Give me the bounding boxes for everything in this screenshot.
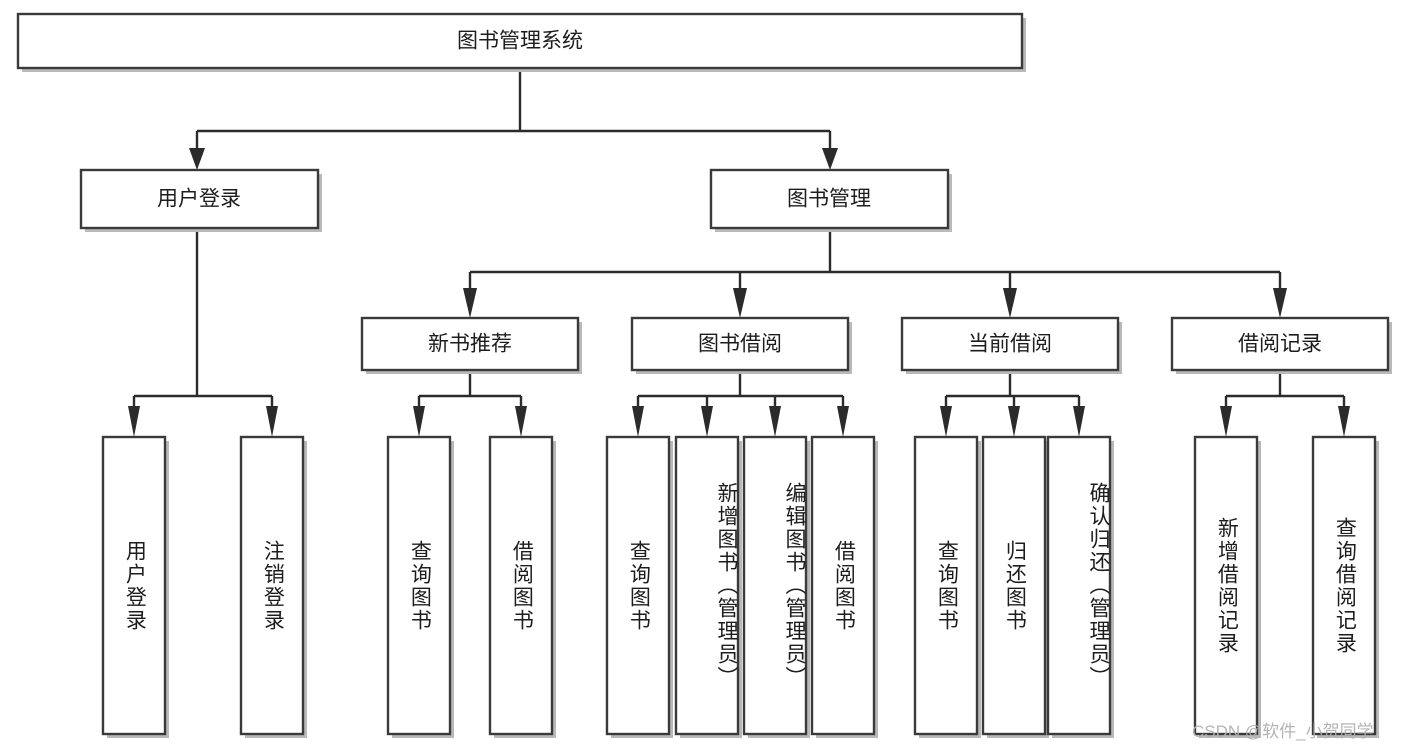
arrowhead-to-leaf-add-book <box>701 406 713 437</box>
arrowhead-to-book-borrow <box>733 288 747 318</box>
node-book-management-rect <box>709 168 950 230</box>
node-leaf-add-book-rect <box>674 435 740 736</box>
node-new-book-recommend[interactable]: 新书推荐 <box>360 316 582 374</box>
csdn-watermark: CSDN @软件_小贺同学 <box>1192 722 1374 741</box>
node-leaf-borrow-book-2-rect <box>810 435 876 736</box>
node-new-book-recommend-rect <box>360 316 580 372</box>
arrowhead-to-book-management <box>822 148 838 170</box>
node-user-login[interactable]: 用户登录 <box>79 168 322 232</box>
node-leaf-edit-book-rect <box>742 435 808 736</box>
node-leaf-edit-book[interactable] <box>742 435 810 738</box>
node-leaf-user-login-rect <box>101 435 167 736</box>
node-leaf-add-record[interactable] <box>1193 435 1261 738</box>
node-current-borrow-label: 当前借阅 <box>968 333 1052 356</box>
node-leaf-borrow-book-1-rect <box>488 435 554 736</box>
arrowhead-to-leaf-query-record <box>1338 406 1350 437</box>
node-root-label: 图书管理系统 <box>457 30 583 53</box>
node-leaf-confirm-return[interactable] <box>1046 435 1114 738</box>
node-leaf-query-book-3-rect <box>913 435 979 736</box>
node-new-book-recommend-label: 新书推荐 <box>428 333 512 356</box>
arrowhead-to-leaf-query-book-3 <box>940 406 952 437</box>
node-leaf-logout-login[interactable] <box>239 435 307 738</box>
node-book-borrow[interactable]: 图书借阅 <box>630 316 852 374</box>
arrowhead-to-leaf-return-book <box>1008 406 1020 437</box>
arrowhead-to-leaf-query-book-1 <box>413 406 425 437</box>
arrowhead-to-leaf-confirm-return <box>1073 406 1085 437</box>
arrowhead-to-leaf-borrow-book-1 <box>515 406 527 437</box>
connector-group-book-borrow <box>632 374 849 437</box>
node-leaf-return-book[interactable] <box>981 435 1049 738</box>
node-user-login-label: 用户登录 <box>157 188 241 211</box>
node-leaf-query-book-3[interactable] <box>913 435 981 738</box>
arrowhead-to-leaf-borrow-book-2 <box>837 406 849 437</box>
arrowhead-to-borrow-record <box>1273 288 1287 318</box>
node-book-borrow-label: 图书借阅 <box>698 333 782 356</box>
arrowhead-to-user-login <box>189 148 205 170</box>
node-leaf-add-record-rect <box>1193 435 1259 736</box>
node-leaf-query-book-1-rect <box>386 435 452 736</box>
arrowhead-to-leaf-add-record <box>1220 406 1232 437</box>
node-leaf-add-book[interactable] <box>674 435 742 738</box>
arrowhead-to-leaf-logout-login <box>266 406 278 437</box>
arrowhead-to-new-book-recommend <box>463 288 477 318</box>
node-borrow-record-label: 借阅记录 <box>1238 333 1322 356</box>
node-root-rect <box>16 12 1024 70</box>
node-book-management[interactable]: 图书管理 <box>709 168 952 232</box>
node-leaf-confirm-return-rect <box>1046 435 1112 736</box>
node-leaf-borrow-book-2[interactable] <box>810 435 878 738</box>
node-book-borrow-rect <box>630 316 850 372</box>
connector-group-borrow-record <box>1220 374 1350 437</box>
arrowhead-to-current-borrow <box>1003 288 1017 318</box>
node-leaf-user-login[interactable] <box>101 435 169 738</box>
node-leaf-return-book-rect <box>981 435 1047 736</box>
node-leaf-query-book-2-rect <box>605 435 671 736</box>
connector-group-root <box>189 68 838 170</box>
arrowhead-to-leaf-edit-book <box>769 406 781 437</box>
node-leaf-query-book-2[interactable] <box>605 435 673 738</box>
arrowhead-to-leaf-query-book-2 <box>632 406 644 437</box>
connector-group-user-login <box>128 232 278 437</box>
node-leaf-logout-login-rect <box>239 435 305 736</box>
connector-group-book-management <box>463 232 1287 318</box>
node-leaf-query-book-1[interactable] <box>386 435 454 738</box>
node-borrow-record-rect <box>1170 316 1390 372</box>
node-leaf-query-record-rect <box>1311 435 1377 736</box>
connector-group-current-borrow <box>940 374 1085 437</box>
node-leaf-query-record[interactable] <box>1311 435 1379 738</box>
node-current-borrow[interactable]: 当前借阅 <box>900 316 1122 374</box>
connector-group-new-book-recommend <box>413 374 527 437</box>
arrowhead-to-leaf-user-login <box>128 406 140 437</box>
node-current-borrow-rect <box>900 316 1120 372</box>
node-leaf-borrow-book-1[interactable] <box>488 435 556 738</box>
node-user-login-rect <box>79 168 320 230</box>
node-borrow-record[interactable]: 借阅记录 <box>1170 316 1392 374</box>
node-root[interactable]: 图书管理系统 <box>16 12 1026 72</box>
node-book-management-label: 图书管理 <box>787 188 871 211</box>
